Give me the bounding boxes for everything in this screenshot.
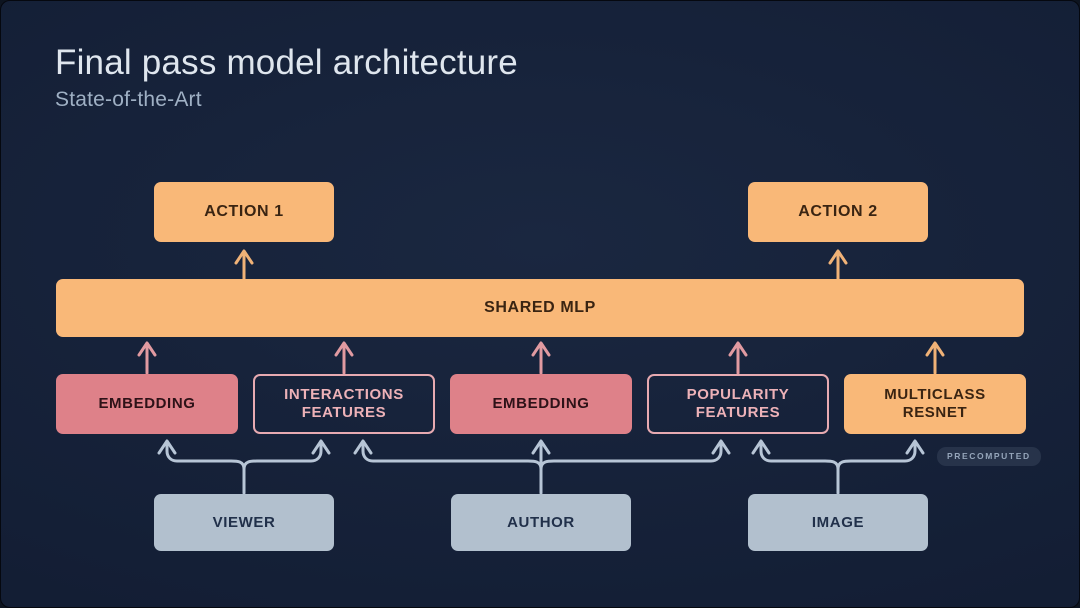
node-shared-mlp[interactable]: SHARED MLP <box>56 279 1024 337</box>
node-viewer-label: VIEWER <box>212 513 276 531</box>
node-action-1-label: ACTION 1 <box>204 202 284 220</box>
node-embedding-viewer[interactable]: EMBEDDING <box>56 374 238 434</box>
page-title: Final pass model architecture <box>55 43 518 82</box>
node-shared-mlp-label: SHARED MLP <box>484 298 596 316</box>
status-badge-precomputed: PRECOMPUTED <box>937 447 1041 466</box>
node-action-2-label: ACTION 2 <box>798 202 878 220</box>
node-embedding-author[interactable]: EMBEDDING <box>450 374 632 434</box>
node-viewer[interactable]: VIEWER <box>154 494 334 551</box>
node-popularity-features-line1: POPULARITY <box>686 386 790 404</box>
page-subtitle: State-of-the-Art <box>55 88 202 112</box>
node-popularity-features-line2: FEATURES <box>695 404 781 421</box>
node-multiclass-resnet[interactable]: MULTICLASS RESNET <box>844 374 1026 434</box>
node-image-label: IMAGE <box>811 513 865 531</box>
node-multiclass-resnet-line1: MULTICLASS <box>884 386 986 404</box>
node-interactions-features-line1: INTERACTIONS <box>284 386 404 404</box>
node-embedding-author-label: EMBEDDING <box>492 395 590 413</box>
node-action-1[interactable]: ACTION 1 <box>154 182 334 242</box>
node-author[interactable]: AUTHOR <box>451 494 631 551</box>
node-image[interactable]: IMAGE <box>748 494 928 551</box>
node-popularity-features[interactable]: POPULARITY FEATURES <box>647 374 829 434</box>
node-interactions-features-line2: FEATURES <box>301 404 387 421</box>
node-action-2[interactable]: ACTION 2 <box>748 182 928 242</box>
node-popularity-features-label: POPULARITY FEATURES <box>687 386 790 421</box>
node-multiclass-resnet-label: MULTICLASS RESNET <box>884 386 986 421</box>
node-author-label: AUTHOR <box>507 513 575 531</box>
node-interactions-features[interactable]: INTERACTIONS FEATURES <box>253 374 435 434</box>
slide-header: Final pass model architecture State-of-t… <box>55 43 518 112</box>
node-embedding-viewer-label: EMBEDDING <box>98 395 196 413</box>
node-interactions-features-label: INTERACTIONS FEATURES <box>284 386 404 421</box>
node-multiclass-resnet-line2: RESNET <box>902 404 968 421</box>
